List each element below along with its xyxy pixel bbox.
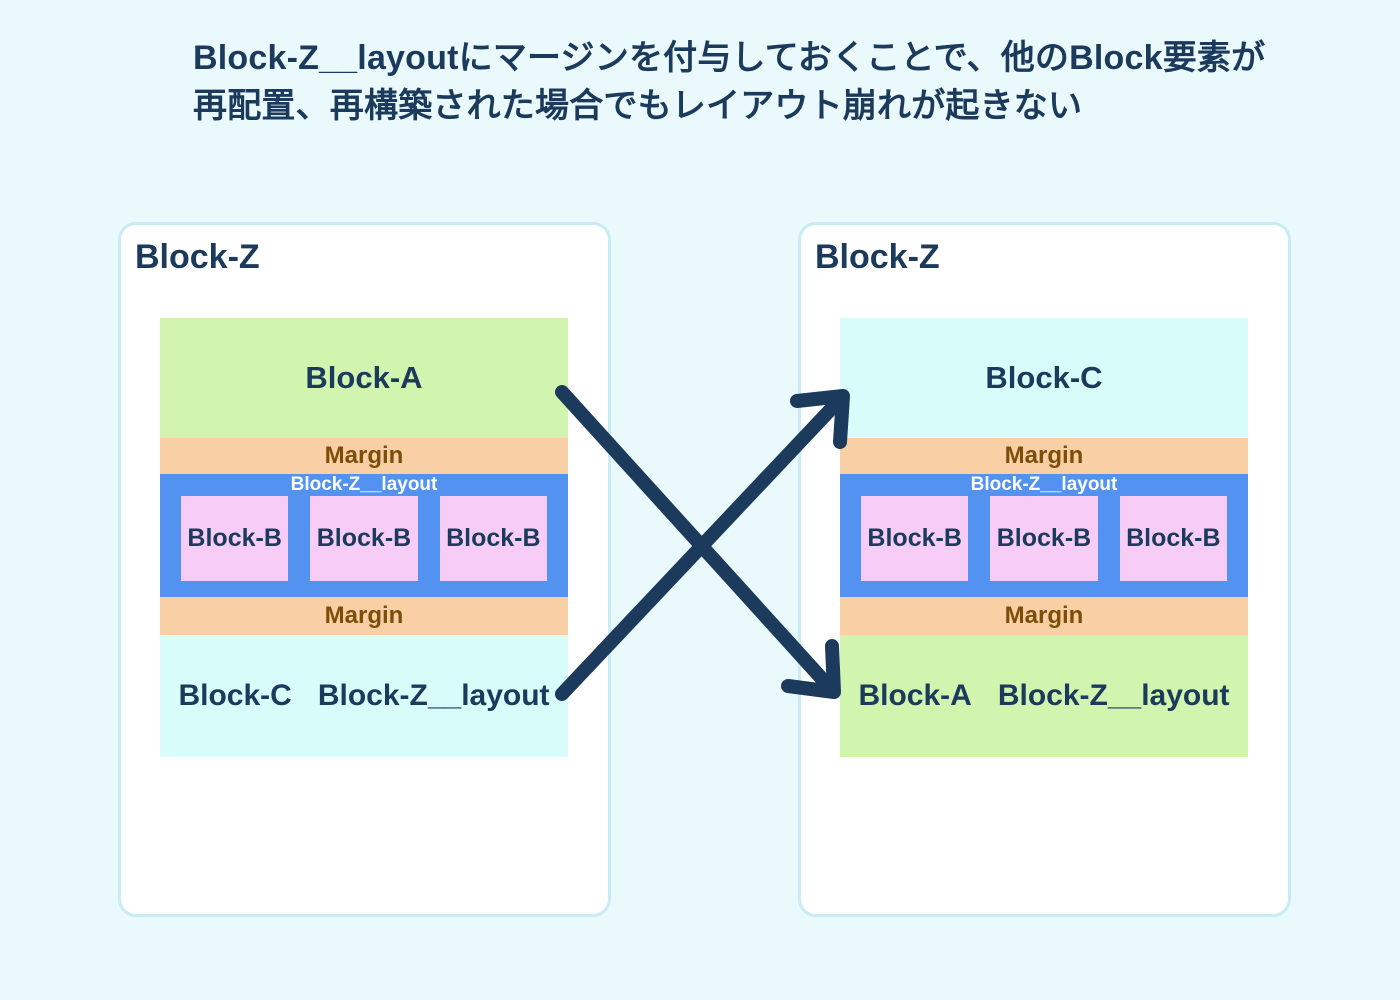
block-b-item: Block-B [861,496,969,581]
block-b-label: Block-B [446,524,541,552]
diagram-title: Block-Z__layoutにマージンを付与しておくことで、他のBlock要素… [193,34,1265,130]
margin-label: Margin [324,602,404,629]
diagram-title-line-2: 再配置、再構築された場合でもレイアウト崩れが起きない [193,87,1083,125]
diagram-title-line-1: Block-Z__layoutにマージンを付与しておくことで、他のBlock要素… [193,39,1266,77]
block-c: Block-C Block-Z__layout [160,635,568,757]
panel-content-column: Block-C Margin Block-Z__layout Block-B B… [840,318,1248,757]
block-c-label: Block-C [178,679,292,712]
block-b-item: Block-B [990,496,1098,581]
margin-label: Margin [324,442,404,469]
margin-label: Margin [1004,442,1084,469]
block-a-label: Block-A [305,360,423,395]
block-b-label: Block-B [996,524,1092,552]
block-z-panel-before: Block-Z Block-A Margin Block-Z__layout B… [118,222,611,917]
block-b-row: Block-B Block-B Block-B [861,496,1227,581]
margin-strip-top: Margin [160,438,568,474]
block-b-item: Block-B [181,496,289,581]
block-b-item: Block-B [310,496,418,581]
block-b-label: Block-B [867,524,962,552]
block-c-label: Block-C [985,360,1103,395]
block-a-label: Block-A [858,679,972,712]
block-z-layout-suffix-label: Block-Z__layout [997,679,1230,712]
block-z-layout-suffix-label: Block-Z__layout [317,679,550,712]
block-a: Block-A [160,318,568,438]
panel-title: Block-Z [815,238,940,276]
block-b-row: Block-B Block-B Block-B [181,496,547,581]
margin-strip-bottom: Margin [840,597,1248,635]
block-a: Block-A Block-Z__layout [840,635,1248,757]
block-b-label: Block-B [187,524,282,552]
margin-label: Margin [1004,602,1084,629]
block-z-layout-band: Block-Z__layout Block-B Block-B Block-B [160,474,568,597]
block-b-item: Block-B [1119,496,1227,581]
margin-strip-bottom: Margin [160,597,568,635]
block-z-panel-after: Block-Z Block-C Margin Block-Z__layout B… [798,222,1291,917]
margin-strip-top: Margin [840,438,1248,474]
panel-content-column: Block-A Margin Block-Z__layout Block-B B… [160,318,568,757]
panel-title: Block-Z [135,238,260,276]
block-b-label: Block-B [1126,524,1221,552]
block-z-layout-band: Block-Z__layout Block-B Block-B Block-B [840,474,1248,597]
layout-band-label: Block-Z__layout [970,474,1118,495]
block-b-item: Block-B [439,496,547,581]
layout-band-label: Block-Z__layout [290,474,438,495]
block-b-label: Block-B [316,524,412,552]
block-c: Block-C [840,318,1248,438]
